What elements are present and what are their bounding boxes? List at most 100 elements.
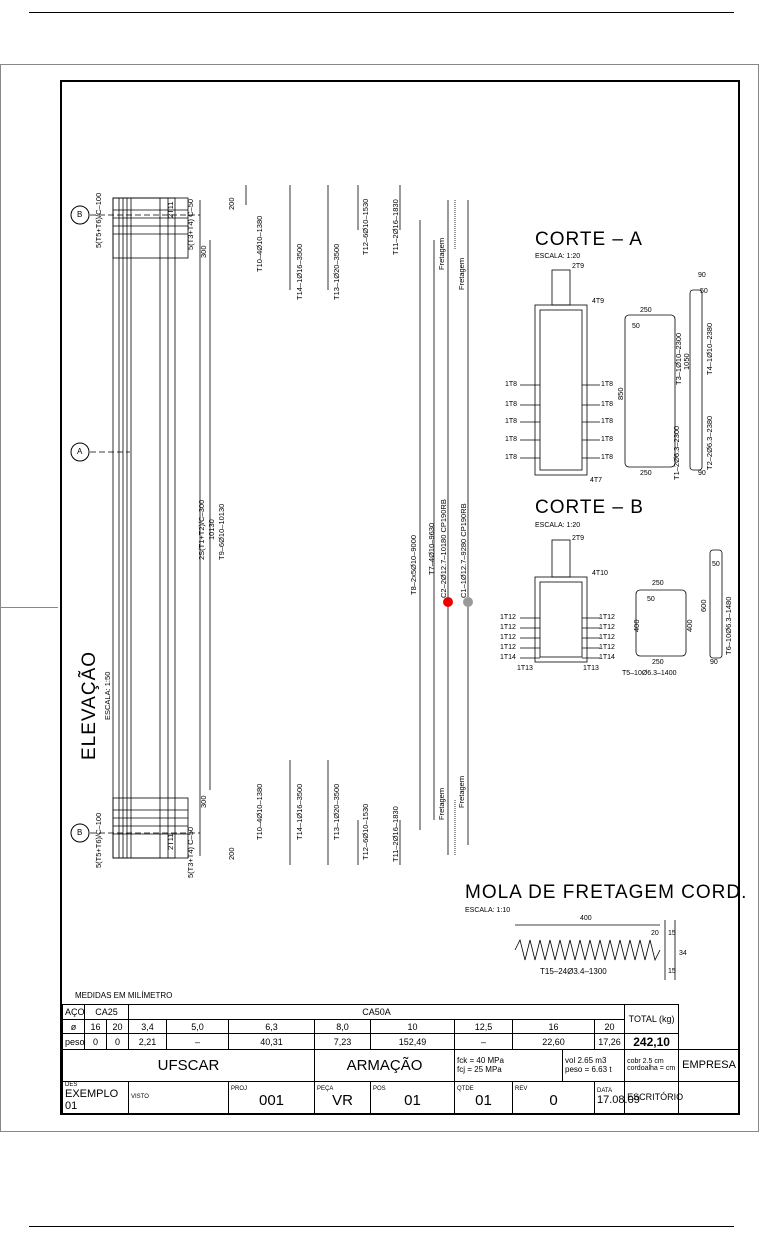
c2-label: C2–2Ø12.7–10180 CP190RB: [439, 499, 448, 598]
fcj-unit: MPa: [485, 1065, 502, 1075]
mola-dim-20: 20: [651, 930, 659, 937]
field-proj-val: 001: [259, 1091, 285, 1109]
t14-bottom: T14–1Ø16–3500: [295, 783, 304, 840]
cobr-unit: cm: [654, 1058, 664, 1066]
field-pos-val: 01: [404, 1091, 421, 1109]
t14-top: T14–1Ø16–3500: [295, 243, 304, 300]
elevacao-title: ELEVAÇÃO: [79, 650, 100, 760]
ca25-p2: 0: [105, 1033, 130, 1051]
corte-a-l3: 1T8: [505, 418, 518, 425]
peso-1: 2,21: [128, 1033, 168, 1051]
peso-6: –: [454, 1033, 514, 1051]
drawing-sheet: [60, 80, 740, 1115]
drawing-title: ARMAÇÃO: [314, 1049, 456, 1082]
field-peca-val: VR: [332, 1091, 353, 1109]
stirrups-mid: 2S(T1+T2)/C–300: [197, 499, 206, 560]
t3t4-bottom: 5(T3+T4) C–50: [186, 826, 195, 878]
fretagem-3: Fretagem: [437, 787, 446, 820]
vol-value: 2.65: [577, 1056, 594, 1066]
t9-label: T9–6Ø10–10130: [217, 503, 226, 560]
diam-6: 12,5: [454, 1018, 514, 1035]
field-qtde-cap: QTDE: [457, 1085, 474, 1092]
field-des-cap: DES: [65, 1082, 78, 1089]
t12-bottom: T12–6Ø10–1530: [361, 803, 370, 860]
corte-a-scale: ESCALA: 1:20: [535, 253, 581, 260]
side-tick: [0, 607, 58, 608]
c1-label: C1–1Ø12.7–9280 CP190RB: [459, 503, 468, 598]
diam-3: 6,3: [228, 1018, 316, 1035]
corte-a-dim-250-top: 250: [640, 307, 652, 314]
corte-b-dim-250-top: 250: [652, 580, 664, 587]
peso-4: 7,23: [314, 1033, 372, 1051]
corte-a-r5: 1T8: [601, 454, 614, 461]
t3t4-top: 5(T3+T4) C–50: [186, 198, 195, 250]
page-frame: [0, 64, 759, 1132]
t11-bottom: 2T11: [166, 833, 175, 850]
cobr-label: cobr: [627, 1058, 641, 1066]
mola-dim-34: 34: [679, 950, 687, 957]
corte-b-dim-250-bottom: 250: [652, 659, 664, 666]
diam-1: 3,4: [128, 1018, 168, 1035]
bottom-rule: [29, 1226, 734, 1227]
corte-a-r4: 1T8: [601, 436, 614, 443]
stirrup-bottom-label: 5(T5+T6)/C–100: [94, 812, 103, 868]
t10-bottom: T10–4Ø10–1380: [255, 783, 264, 840]
empresa-label: EMPRESA: [678, 1049, 740, 1082]
mola-width: 400: [580, 915, 592, 922]
field-peca: PEÇA VR: [314, 1080, 372, 1114]
corte-a-l2: 1T8: [505, 401, 518, 408]
t6-label: T6–10Ø6.3–1480: [724, 596, 733, 655]
vol-label: vol: [565, 1056, 576, 1066]
t11-bar-bottom: T11–2Ø16–1830: [391, 806, 400, 862]
fck-cell: fck = 40 MPa fcj = 25 MPa: [454, 1049, 564, 1082]
corte-a-title: CORTE – A: [535, 229, 643, 250]
t2-label: T2–2Ø6.3–2380: [705, 415, 714, 470]
cobr-value: 2.5: [642, 1058, 653, 1066]
dim-200-top: 200: [227, 197, 236, 210]
mola-dim-15-top: 15: [668, 930, 676, 937]
corte-b-bottom-right: 1T13: [583, 665, 599, 672]
t12-top: T12–6Ø10–1530: [361, 198, 370, 255]
ca25-p1: 0: [84, 1033, 107, 1051]
dim-90-bottom: 90: [698, 470, 706, 477]
corte-a-r3: 1T8: [601, 418, 614, 425]
field-rev-cap: REV: [515, 1085, 528, 1092]
field-pos-cap: POS: [373, 1085, 386, 1092]
ca50a-label: CA50A: [128, 1004, 626, 1020]
mola-title: MOLA DE FRETAGEM CORD.: [465, 882, 748, 903]
dim-300-bottom: 300: [199, 795, 208, 808]
corte-b-r1: 1T12: [599, 614, 615, 621]
diam-5: 10: [370, 1018, 456, 1035]
mola-label: T15–24Ø3.4–1300: [540, 967, 607, 976]
t4-label: T4–1Ø10–2380: [705, 322, 714, 375]
corte-a-4t7: 4T7: [590, 477, 603, 484]
peso-5: 152,49: [370, 1033, 456, 1051]
t11-top: 2T11: [166, 201, 175, 218]
field-proj-cap: PROJ: [231, 1085, 248, 1092]
t7-label: T7–4Ø10–9630: [427, 522, 436, 575]
fck-unit: MPa: [487, 1056, 504, 1066]
dim-90-top: 90: [698, 272, 706, 279]
cord-unit: cm: [665, 1065, 676, 1073]
diam-8: 20: [594, 1018, 626, 1035]
total-value: 242,10: [624, 1033, 680, 1051]
peso-3: 40,31: [228, 1033, 316, 1051]
corte-a-l1: 1T8: [505, 381, 518, 388]
ca25-d2: 20: [105, 1018, 130, 1035]
vol-unit: m3: [595, 1056, 607, 1066]
corte-b-l2: 1T12: [500, 624, 516, 631]
peso-7: 22,60: [512, 1033, 596, 1051]
stirrup-top-label: 5(T5+T6)/C–100: [94, 192, 103, 248]
peso2-unit: t: [609, 1065, 612, 1075]
corte-a-r1: 1T8: [601, 381, 614, 388]
field-qtde: QTDE 01: [454, 1080, 514, 1114]
field-rev-val: 0: [549, 1091, 558, 1109]
corte-b-top-bar: 2T9: [572, 535, 585, 542]
dim-50-a: 50: [700, 288, 708, 295]
peso-label: peso: [62, 1033, 85, 1051]
marker-a: A: [77, 447, 83, 456]
t8-label: T8–2x5Ø10–9000: [409, 534, 418, 595]
field-qtde-val: 01: [475, 1091, 492, 1109]
top-rule: [29, 12, 734, 13]
dim-200-bottom: 200: [227, 847, 236, 860]
